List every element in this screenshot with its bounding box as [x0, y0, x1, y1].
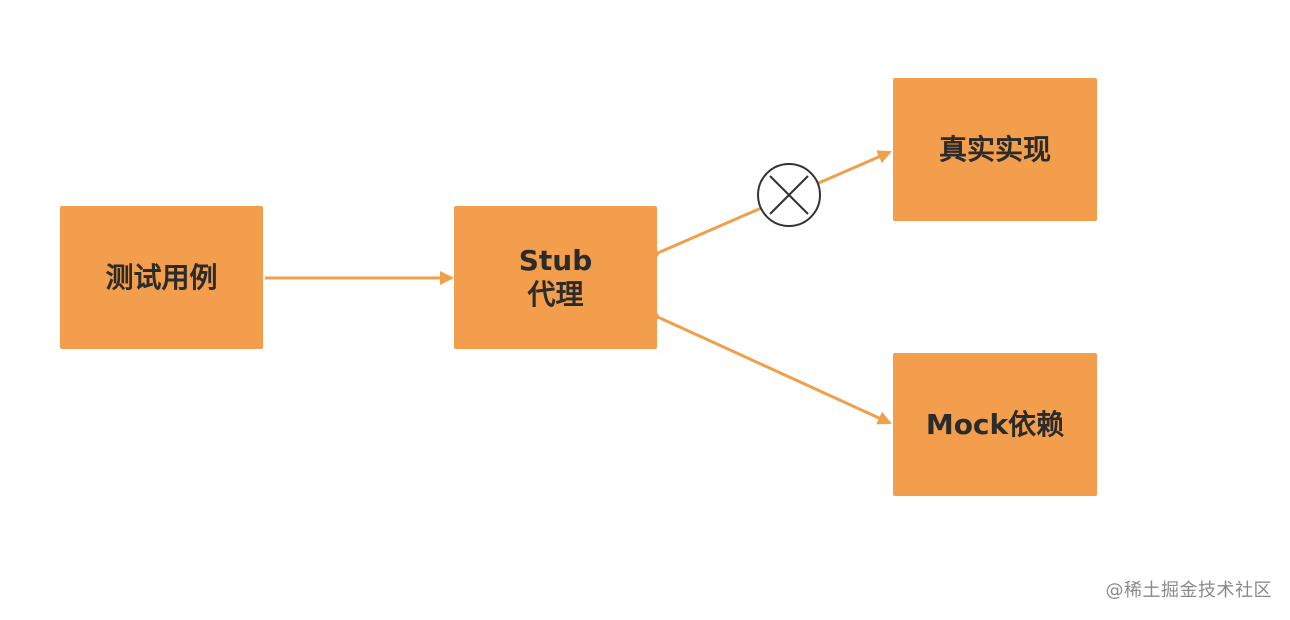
node-real-label: 真实实现	[938, 132, 1051, 166]
edge-stub-to-mock	[646, 306, 892, 425]
node-test-case: 测试用例	[60, 206, 263, 349]
node-real-implementation: 真实实现	[893, 78, 1097, 221]
node-mock-dependency: Mock依赖	[893, 353, 1097, 496]
circle-x-icon	[757, 163, 821, 227]
node-test-case-label: 测试用例	[105, 260, 218, 294]
watermark-text: @稀土掘金技术社区	[1105, 580, 1272, 601]
node-stub-label-line1: Stub	[518, 243, 593, 277]
node-stub-proxy: Stub 代理	[454, 206, 657, 349]
edge-stub-to-real	[646, 150, 892, 264]
node-mock-label: Mock依赖	[925, 407, 1065, 441]
node-stub-label-line2: 代理	[527, 277, 584, 311]
